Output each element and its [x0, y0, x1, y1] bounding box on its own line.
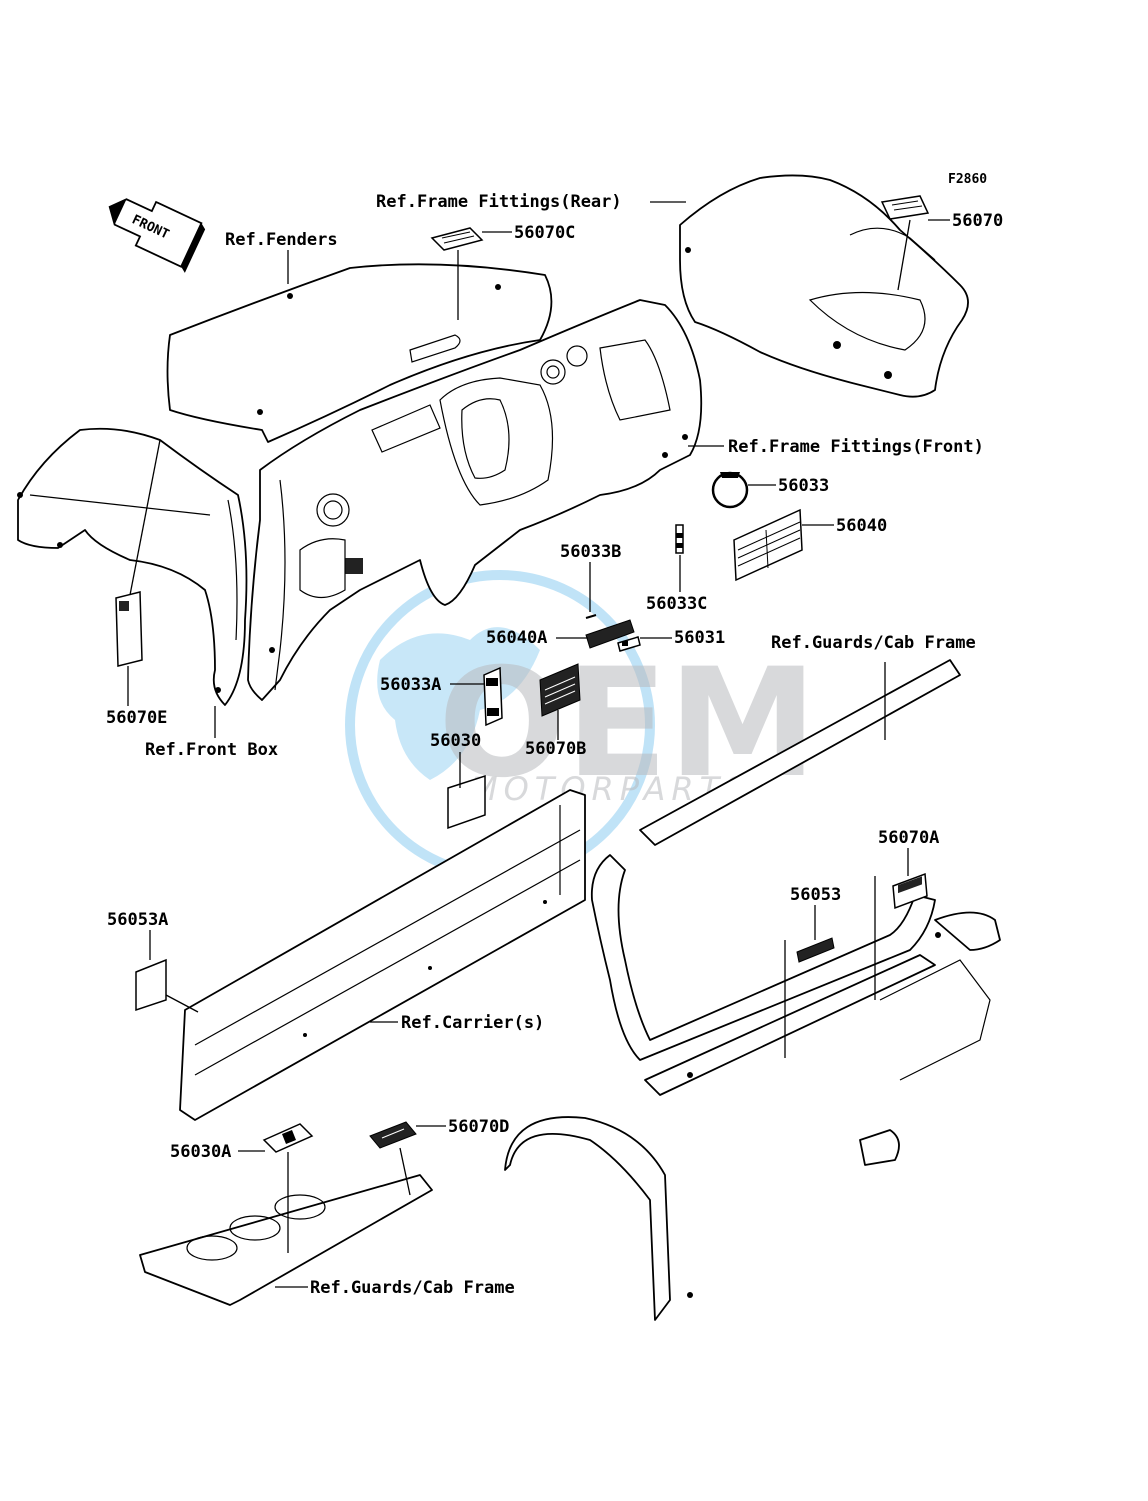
decal-56070	[880, 195, 930, 220]
cab-frame	[504, 659, 1001, 1321]
part-56030-label: 56030	[430, 731, 481, 751]
watermark-continents	[377, 627, 540, 780]
labels: Ref.Fenders Ref.Frame Fittings(Rear) 560…	[106, 192, 1003, 1298]
diagram-code: F2860	[948, 172, 987, 187]
front-arrow-icon: FRONT	[108, 198, 206, 273]
part-56033-label: 56033	[778, 476, 829, 496]
decal-56040	[733, 508, 803, 582]
ref-fenders-label: Ref.Fenders	[225, 230, 338, 250]
part-56070-label: 56070	[952, 211, 1003, 231]
decal-56033B	[585, 614, 597, 619]
part-56031-label: 56031	[674, 628, 725, 648]
ref-frame-fittings-front-label: Ref.Frame Fittings(Front)	[728, 437, 984, 457]
part-56070A-label: 56070A	[878, 828, 939, 848]
part-56040-label: 56040	[836, 516, 887, 536]
part-56033C-label: 56033C	[646, 594, 707, 614]
decal-56033C	[675, 524, 684, 554]
decal-56070E	[115, 591, 143, 667]
ref-guards-cab-frame-lower-label: Ref.Guards/Cab Frame	[310, 1278, 515, 1298]
decal-56053A	[135, 958, 167, 1012]
ref-frame-fittings-rear-label: Ref.Frame Fittings(Rear)	[376, 192, 622, 212]
decal-56031	[617, 636, 641, 652]
carrier-tailgate	[179, 789, 586, 1121]
part-56053A-label: 56053A	[107, 910, 168, 930]
part-56040A-label: 56040A	[486, 628, 547, 648]
frame-fitting-rear	[679, 174, 969, 398]
decal-56070D	[369, 1121, 417, 1149]
decal-56070C	[430, 227, 484, 251]
ref-carriers-label: Ref.Carrier(s)	[401, 1013, 544, 1033]
part-56070C-label: 56070C	[514, 223, 575, 243]
decal-56040A	[585, 619, 635, 649]
part-56033A-label: 56033A	[380, 675, 441, 695]
fender-panel	[166, 263, 553, 443]
decal-56030	[447, 774, 486, 830]
dashboard-panel	[247, 299, 703, 701]
part-56070D-label: 56070D	[448, 1117, 509, 1137]
front-box-side	[17, 427, 248, 706]
part-56033B-label: 56033B	[560, 542, 621, 562]
leader-lines	[127, 201, 950, 1288]
part-56070E-label: 56070E	[106, 708, 167, 728]
decal-56070B	[539, 663, 581, 717]
decal-56070A	[892, 872, 928, 910]
part-56030A-label: 56030A	[170, 1142, 231, 1162]
decal-56030A	[262, 1123, 314, 1153]
ref-guards-cab-frame-upper-label: Ref.Guards/Cab Frame	[771, 633, 976, 653]
decal-56033A	[483, 666, 503, 727]
floor-plate	[139, 1174, 433, 1306]
part-56053-label: 56053	[790, 885, 841, 905]
decal-56033	[711, 471, 749, 509]
part-56070B-label: 56070B	[525, 739, 586, 759]
decal-56053	[796, 937, 835, 963]
ref-front-box-label: Ref.Front Box	[145, 740, 278, 760]
